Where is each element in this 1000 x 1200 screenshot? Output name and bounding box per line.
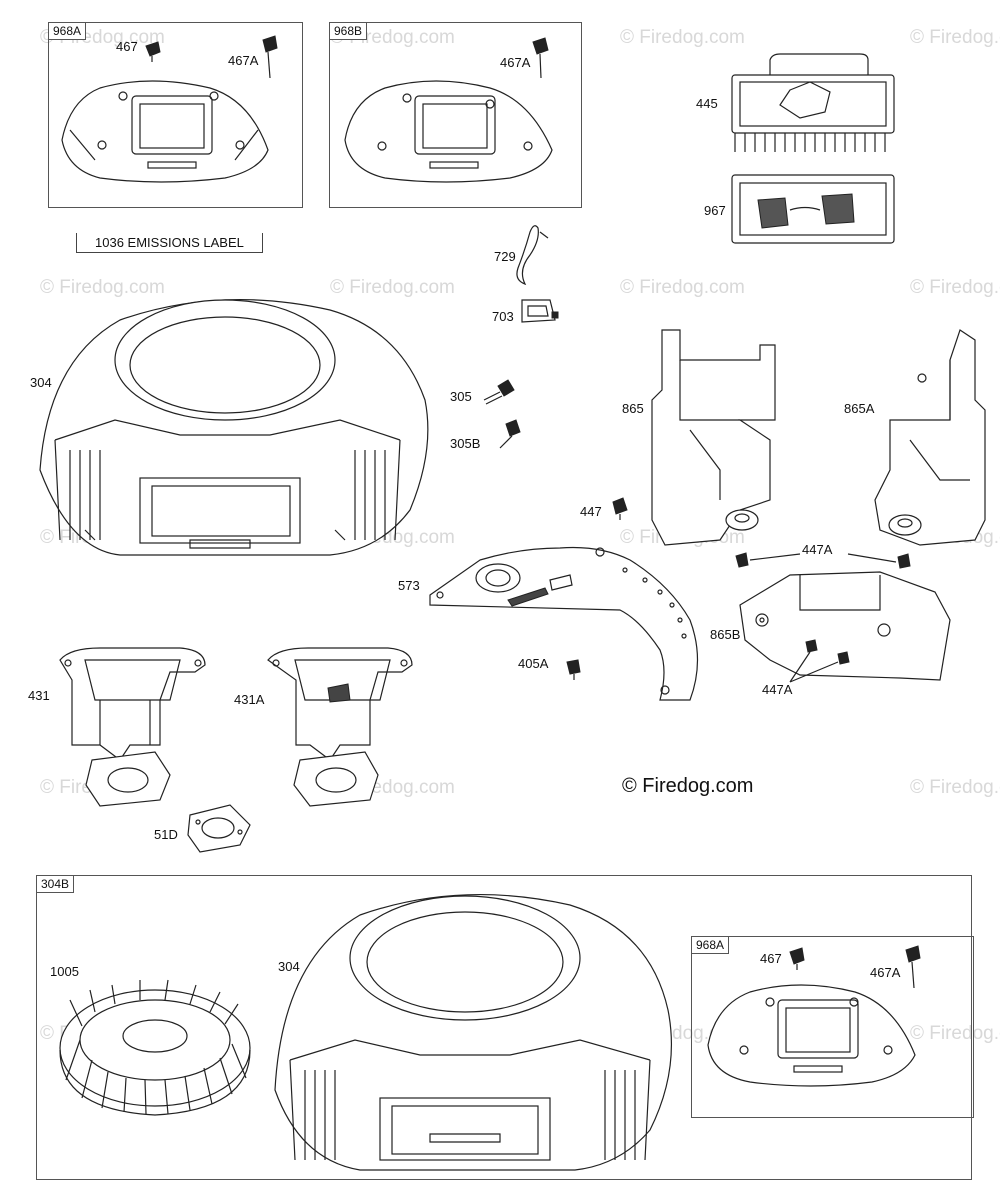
flywheel-fan-1005 <box>59 979 251 1116</box>
screw-405A <box>566 659 581 680</box>
part-label-729: 729 <box>494 249 516 264</box>
knob-467-bottom <box>789 947 805 970</box>
screw-447 <box>612 497 628 520</box>
shroud-cover-968A-bottom <box>707 984 916 1087</box>
clip-729 <box>516 225 549 286</box>
screw-467A-top <box>262 35 278 79</box>
part-label-467: 467 <box>760 951 782 966</box>
baffle-865A <box>874 329 986 546</box>
baffle-865 <box>651 329 776 546</box>
blower-housing-304 <box>39 299 429 556</box>
part-label-304: 304 <box>278 959 300 974</box>
watermark: © Firedog.com <box>620 277 745 298</box>
part-label-304: 304 <box>30 375 52 390</box>
watermark: © Firedog.com <box>620 27 745 48</box>
box-label-304B: 304B <box>37 876 75 893</box>
air-guide-431 <box>59 647 206 807</box>
copyright-text: © Firedog.com <box>622 775 754 797</box>
screws-447A-bottom <box>789 639 850 683</box>
clamp-703 <box>521 299 559 323</box>
box-label-968A-bottom: 968A <box>692 937 730 954</box>
box-label-968A-top: 968A <box>49 23 87 40</box>
watermark: © Firedog.com <box>40 277 165 298</box>
part-label-865B: 865B <box>710 627 741 642</box>
part-label-865: 865 <box>622 401 644 416</box>
frame-968A-bottom <box>691 936 974 1118</box>
screw-467A-bottom <box>905 945 921 989</box>
emissions-label: 1036 EMISSIONS LABEL <box>76 233 263 253</box>
watermark: © Firedog.com <box>910 277 1000 298</box>
frame-968A-top <box>48 22 303 208</box>
part-label-467A: 467A <box>870 965 901 980</box>
part-label-431: 431 <box>28 688 50 703</box>
watermark: © Firedog.com <box>330 277 455 298</box>
screw-305B <box>499 419 521 449</box>
part-label-467A: 467A <box>500 55 531 70</box>
blower-housing-304-bottom <box>274 894 672 1171</box>
part-label-447A: 447A <box>802 542 833 557</box>
screws-447A-top <box>735 552 911 569</box>
part-label-305: 305 <box>450 389 472 404</box>
screw-467A-968B <box>532 37 549 79</box>
pre-filter-967 <box>731 174 895 244</box>
box-label-968B: 968B <box>330 23 368 40</box>
frame-968B <box>329 22 582 208</box>
part-label-445: 445 <box>696 96 718 111</box>
part-label-405A: 405A <box>518 656 549 671</box>
gasket-51D <box>187 804 251 853</box>
knob-467-top <box>145 41 161 62</box>
part-label-431A: 431A <box>234 692 265 707</box>
air-guide-431A <box>267 647 413 807</box>
part-label-703: 703 <box>492 309 514 324</box>
backplate-573 <box>429 546 699 701</box>
part-label-51D: 51D <box>154 827 178 842</box>
part-label-467: 467 <box>116 39 138 54</box>
shroud-cover-968A-top <box>61 80 269 183</box>
air-filter-445 <box>731 53 895 152</box>
part-label-447A: 447A <box>762 682 793 697</box>
baffle-865B <box>739 571 951 681</box>
part-label-865A: 865A <box>844 401 875 416</box>
part-label-967: 967 <box>704 203 726 218</box>
part-label-305B: 305B <box>450 436 481 451</box>
bolt-305 <box>483 379 515 405</box>
part-label-467A: 467A <box>228 53 259 68</box>
part-label-573: 573 <box>398 578 420 593</box>
watermark: © Firedog.com <box>910 777 1000 798</box>
part-label-447: 447 <box>580 504 602 519</box>
frame-304B <box>36 875 972 1180</box>
part-label-1005: 1005 <box>50 964 79 979</box>
shroud-cover-968B <box>344 80 553 183</box>
watermark: © Firedog.com <box>910 27 1000 48</box>
watermark: © Firedog.com <box>910 1023 1000 1044</box>
